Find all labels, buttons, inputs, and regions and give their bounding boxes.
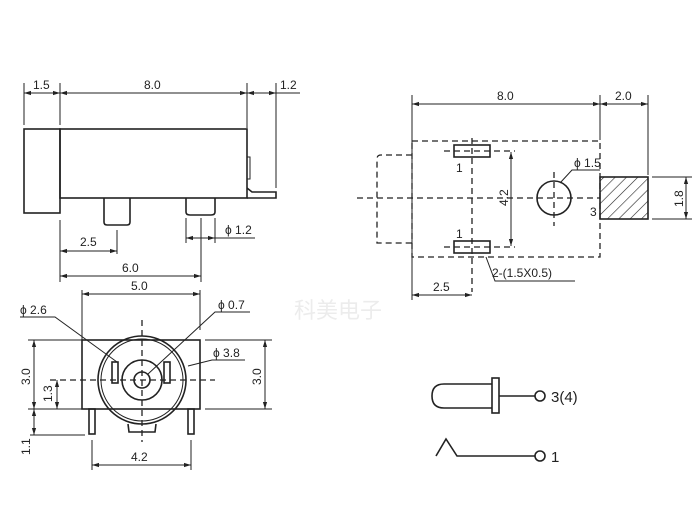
dim-pin2: 6.0 — [122, 261, 139, 275]
tab-label: 3 — [590, 205, 597, 219]
front-view: 5.0 3.0 1.3 1.1 3.0 4.2 ϕ 2.6 ϕ 0.7 ϕ 3.… — [19, 279, 272, 470]
dim-hole2: ϕ 0.7 — [218, 298, 245, 312]
pad-note: 2-(1.5X0.5) — [492, 266, 552, 280]
dim-length: 8.0 — [497, 89, 514, 103]
dim-pin-dia: ϕ 1.2 — [225, 223, 252, 237]
pin-2 — [185, 198, 216, 216]
front-flange — [23, 128, 61, 214]
dim-pad-offset: 2.5 — [433, 280, 450, 294]
sleeve-terminal — [534, 390, 546, 402]
front-body — [81, 339, 201, 410]
dim-pin1: 2.5 — [80, 235, 97, 249]
dim-tab: 2.0 — [615, 89, 632, 103]
pin-sleeve-label: 3(4) — [551, 389, 578, 406]
dim-tab-height: 1.8 — [672, 190, 686, 207]
side-view: 1.5 8.0 1.2 2.5 6.0 ϕ 1.2 — [23, 78, 300, 282]
dim-pin-span: 4.2 — [131, 450, 148, 464]
side-tab — [246, 156, 251, 180]
dim-pad-span: 4.2 — [497, 189, 511, 206]
pin-tip-label: 1 — [551, 449, 559, 466]
pad-label-bottom: 1 — [456, 227, 463, 241]
schematic-symbol: 3(4) 1 — [431, 377, 578, 466]
watermark: 科美电子 — [294, 299, 382, 324]
body — [59, 128, 248, 199]
pin-1 — [103, 198, 131, 226]
dim-width: 5.0 — [131, 279, 148, 293]
dim-lead: 1.2 — [280, 78, 297, 92]
hole — [536, 180, 572, 216]
pad-label-top: 1 — [456, 161, 463, 175]
dim-pin-len: 1.1 — [19, 438, 33, 455]
dim-center: 1.3 — [41, 385, 55, 402]
tip-terminal — [534, 450, 546, 462]
sleeve-symbol — [431, 383, 492, 409]
tab-hatched — [599, 176, 649, 220]
dim-height-left: 3.0 — [19, 368, 33, 385]
dim-hole3: ϕ 3.8 — [213, 346, 240, 360]
dim-hole: ϕ 1.5 — [574, 156, 601, 170]
dim-height-right: 3.0 — [250, 368, 264, 385]
dim-hole1: ϕ 2.6 — [20, 303, 47, 317]
tip-symbol — [435, 437, 535, 457]
footprint-view: 1 1 4.2 ϕ 1.5 3 8.0 2.0 1.8 2-(1.5X0.5) … — [357, 89, 692, 300]
dim-body: 8.0 — [144, 78, 161, 92]
lead — [246, 187, 277, 199]
dim-front: 1.5 — [33, 78, 50, 92]
